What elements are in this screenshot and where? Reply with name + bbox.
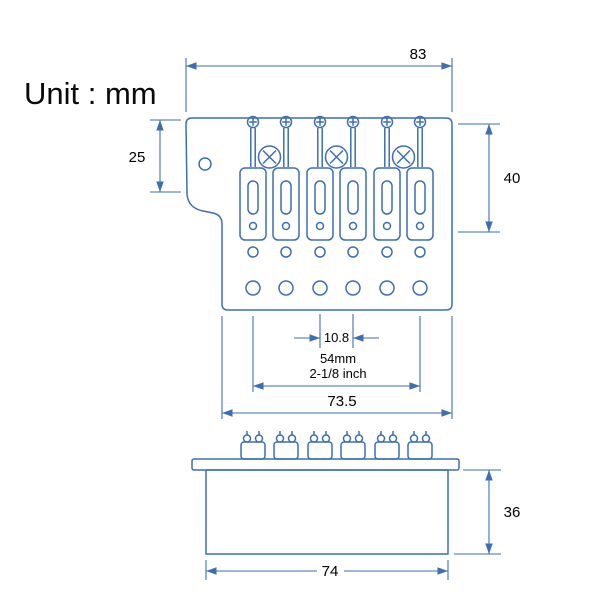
side-block [205, 469, 449, 555]
side-saddle-2 [273, 430, 299, 460]
dim-flange-height: 25 [129, 119, 181, 193]
saddle-2 [272, 115, 300, 296]
dim-plate-base-width: 73.5 [221, 316, 453, 419]
dim-label-83: 83 [410, 46, 427, 63]
saddle-6 [406, 115, 434, 296]
dim-plate-width: 83 [185, 46, 453, 112]
mount-screw-3 [391, 145, 416, 169]
dim-label-25: 25 [129, 149, 146, 166]
side-saddle-6 [407, 430, 433, 460]
side-saddle-5 [374, 430, 400, 460]
saddle-3 [306, 115, 334, 296]
flange-hole [198, 157, 212, 171]
side-view [191, 430, 460, 555]
dim-string-spacing: 10.8 [294, 314, 379, 348]
bridge-plate-outline [185, 117, 453, 311]
side-saddle-4 [340, 430, 366, 460]
dim-side-base-width: 74 [205, 560, 449, 580]
side-plate [191, 458, 460, 471]
dim-label-54mm: 54mm [320, 351, 356, 366]
dim-plate-depth: 40 [458, 123, 521, 233]
top-view [185, 115, 453, 311]
side-saddle-3 [307, 430, 333, 460]
mount-screw-2 [324, 145, 349, 169]
saddle-4 [339, 115, 367, 296]
dim-label-10-8: 10.8 [324, 330, 349, 345]
saddle-5 [373, 115, 401, 296]
dim-label-36: 36 [504, 504, 521, 521]
mount-screw-1 [257, 145, 282, 169]
dim-side-height: 36 [454, 469, 521, 555]
unit-label: Unit : mm [24, 76, 157, 111]
side-saddle-1 [240, 430, 266, 460]
dim-string-spread: 54mm 2-1/8 inch [252, 316, 421, 392]
saddle-1 [239, 115, 267, 296]
dim-label-73-5: 73.5 [327, 393, 356, 410]
dim-label-2-1-8-inch: 2-1/8 inch [309, 366, 366, 381]
dim-label-40: 40 [504, 170, 521, 187]
dim-label-74: 74 [322, 563, 339, 580]
